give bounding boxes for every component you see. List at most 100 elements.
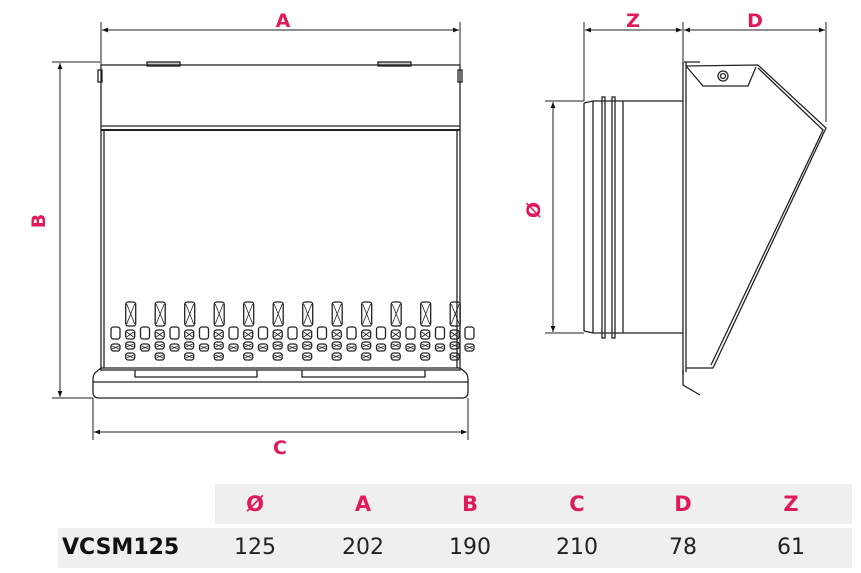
vent-hole bbox=[125, 341, 136, 350]
vent-hole bbox=[257, 326, 269, 340]
vent-hole bbox=[346, 326, 357, 340]
vent-hole bbox=[346, 343, 357, 352]
label-b: B bbox=[28, 214, 50, 228]
dimension-d bbox=[684, 22, 827, 122]
vent-hole bbox=[169, 343, 180, 352]
vent-hole bbox=[228, 326, 239, 340]
vent-hole bbox=[287, 326, 298, 340]
header-d: D bbox=[674, 492, 692, 516]
vent-hole bbox=[449, 329, 460, 340]
header-a: A bbox=[354, 492, 372, 516]
vent-hole bbox=[213, 341, 224, 350]
vent-hole bbox=[184, 329, 195, 340]
vent-hole bbox=[331, 341, 342, 350]
vent-hole bbox=[331, 352, 342, 361]
vent-hole bbox=[154, 329, 165, 340]
vent-hole bbox=[316, 343, 328, 352]
label-z: Z bbox=[626, 10, 640, 32]
label-d: D bbox=[747, 10, 763, 32]
label-c: C bbox=[273, 437, 287, 459]
vent-hole bbox=[243, 352, 254, 361]
vent-hole bbox=[361, 301, 373, 327]
vent-hole bbox=[110, 326, 121, 340]
vent-hole bbox=[449, 301, 461, 327]
vent-hole bbox=[361, 329, 372, 340]
dimension-diameter bbox=[545, 100, 584, 334]
vent-hole bbox=[375, 326, 387, 340]
vent-hole bbox=[272, 341, 283, 350]
vent-hole bbox=[154, 301, 166, 327]
header-c: C bbox=[569, 492, 585, 516]
vent-hole bbox=[449, 352, 460, 361]
vent-hole bbox=[375, 343, 387, 352]
vent-hole bbox=[434, 343, 446, 352]
vent-hole bbox=[449, 341, 460, 350]
vent-hole bbox=[390, 301, 402, 327]
vent-hole bbox=[198, 343, 210, 352]
vent-hole bbox=[331, 301, 343, 327]
vent-hole bbox=[154, 352, 165, 361]
vent-hole bbox=[243, 301, 255, 327]
value-d: 78 bbox=[669, 535, 697, 560]
vent-hole bbox=[228, 343, 239, 352]
vent-hole bbox=[169, 326, 180, 340]
dimension-b bbox=[52, 61, 100, 399]
front-view bbox=[92, 61, 475, 399]
vent-hole bbox=[272, 301, 284, 327]
value-c: 210 bbox=[556, 535, 598, 560]
vent-hole bbox=[184, 352, 195, 361]
table-row: VCSM125 125 202 190 210 78 61 bbox=[58, 528, 852, 568]
vent-hole bbox=[243, 329, 254, 340]
header-z: Z bbox=[783, 492, 799, 516]
vent-hole bbox=[110, 343, 121, 352]
label-diameter: Ø bbox=[523, 202, 545, 218]
table-header-row: Ø A B C D Z bbox=[215, 484, 852, 524]
vent-hole bbox=[184, 301, 196, 327]
vent-hole bbox=[213, 329, 224, 340]
vent-hole bbox=[405, 326, 416, 340]
vent-hole bbox=[139, 326, 151, 340]
vent-hole bbox=[198, 326, 210, 340]
vent-hole bbox=[420, 329, 431, 340]
vent-hole bbox=[302, 352, 313, 361]
vent-hole bbox=[420, 341, 431, 350]
vent-hole bbox=[184, 341, 195, 350]
vent-hole bbox=[464, 343, 475, 352]
vent-hole bbox=[464, 326, 475, 340]
vent-hole bbox=[125, 329, 136, 340]
vent-hole bbox=[331, 329, 342, 340]
vent-hole bbox=[139, 343, 151, 352]
label-a: A bbox=[276, 10, 291, 32]
header-b: B bbox=[461, 492, 478, 516]
dimension-z bbox=[583, 22, 684, 101]
vent-hole bbox=[125, 301, 137, 327]
vent-hole bbox=[213, 301, 225, 327]
value-diameter: 125 bbox=[234, 535, 276, 560]
vent-hole bbox=[390, 329, 401, 340]
vent-hole bbox=[420, 352, 431, 361]
vent-hole bbox=[213, 352, 224, 361]
side-view bbox=[583, 61, 827, 396]
vent-hole bbox=[390, 352, 401, 361]
model-name: VCSM125 bbox=[62, 535, 180, 560]
header-diameter: Ø bbox=[246, 492, 264, 516]
value-z: 61 bbox=[777, 535, 805, 560]
vent-hole bbox=[434, 326, 446, 340]
vent-hole bbox=[125, 352, 136, 361]
vent-hole bbox=[302, 341, 313, 350]
vent-hole bbox=[361, 352, 372, 361]
value-b: 190 bbox=[449, 535, 491, 560]
vent-hole bbox=[272, 352, 283, 361]
vent-hole bbox=[420, 301, 432, 327]
vent-hole bbox=[316, 326, 328, 340]
vent-hole bbox=[154, 341, 165, 350]
vent-hole bbox=[287, 343, 298, 352]
vent-hole bbox=[243, 341, 254, 350]
vent-hole bbox=[361, 341, 372, 350]
vent-hole bbox=[405, 343, 416, 352]
vent-hole bbox=[272, 329, 283, 340]
vent-hole bbox=[302, 301, 314, 327]
dimension-a bbox=[100, 22, 461, 66]
dimension-c bbox=[92, 398, 469, 440]
